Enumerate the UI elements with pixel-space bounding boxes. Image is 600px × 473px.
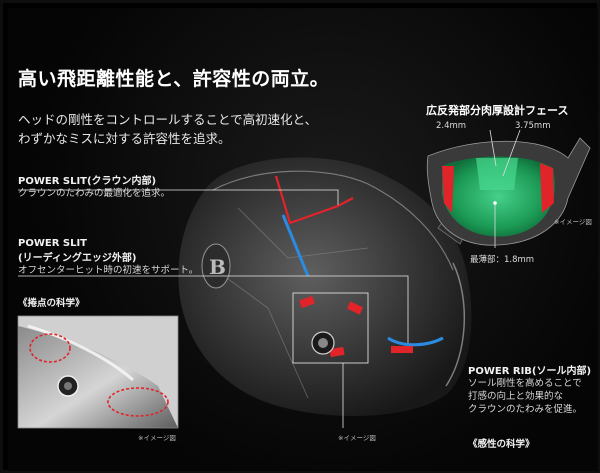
driver-illustration: B: [17, 129, 591, 429]
inset-photo: [17, 315, 179, 429]
power-slit-crown-body: クラウンのたわみの最適化を追求。: [18, 188, 171, 199]
lead-text: ヘッドの剛性をコントロールすることで高初速化と、 わずかなミスに対する許容性を追…: [18, 110, 317, 148]
power-slit-edge-subtitle: (リーディングエッジ外部): [18, 253, 137, 264]
leader-lines: [18, 189, 409, 428]
face-diagram: [426, 129, 591, 248]
inset-note: ※イメージ図: [138, 434, 176, 442]
face-thickness-right: 3.75mm: [515, 121, 551, 131]
power-slit-crown-title: POWER SLIT(クラウン内部): [18, 176, 157, 187]
power-rib-line-1: ソール剛性を高めることで: [468, 378, 582, 389]
feel-science-label: 《感性の科学》: [468, 439, 535, 450]
face-note: ※イメージ図: [554, 218, 592, 226]
power-slit-edge-label: POWER SLIT (リーディングエッジ外部) オフセンターヒット時の初速をサ…: [18, 238, 198, 277]
svg-text:B: B: [209, 255, 226, 279]
face-thickness-left: 2.4mm: [436, 121, 467, 131]
power-slit-crown-label: POWER SLIT(クラウン内部) クラウンのたわみの最適化を追求。: [18, 172, 170, 200]
lead-line-2: わずかなミスに対する許容性を追求。: [18, 131, 231, 146]
main-note: ※イメージ図: [338, 434, 376, 442]
power-slit-edge-title: POWER SLIT: [18, 238, 87, 249]
banner-canvas: B: [8, 8, 598, 471]
lead-line-1: ヘッドの剛性をコントロールすることで高初速化と、: [18, 112, 318, 127]
power-rib-title: POWER RIB(ソール内部): [468, 366, 592, 377]
face-title: 広反発部分肉厚設計フェース: [426, 104, 569, 117]
power-rib-label: POWER RIB(ソール内部) ソール剛性を高めることで 打感の向上と効果的な…: [468, 362, 591, 416]
headline: 高い飛距離性能と、許容性の両立。: [18, 68, 330, 90]
power-rib-line-3: クラウンのたわみを促進。: [468, 404, 583, 415]
power-rib-line-2: 打感の向上と効果的な: [468, 391, 564, 402]
driver-head-main: B: [178, 157, 494, 416]
power-slit-edge-body: オフセンターヒット時の初速をサポート。: [18, 265, 199, 276]
contact-science-label: 《捲点の科学》: [18, 298, 85, 309]
face-thinnest: 最薄部：1.8mm: [470, 255, 535, 265]
